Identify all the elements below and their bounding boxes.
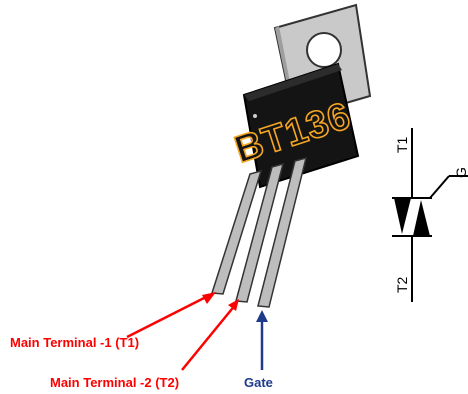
label-main-terminal-1: Main Terminal -1 (T1)	[10, 335, 139, 350]
triac-symbol	[392, 128, 468, 302]
lead-t1	[211, 169, 263, 295]
label-main-terminal-2: Main Terminal -2 (T2)	[50, 375, 179, 390]
arrow-t1	[126, 292, 216, 339]
mounting-hole	[306, 32, 342, 68]
symbol-label-gate: G	[453, 167, 468, 178]
label-gate: Gate	[244, 375, 273, 390]
arrow-t2	[181, 299, 239, 371]
transistor-body: BT136	[229, 62, 360, 189]
lead-gate	[257, 156, 308, 308]
lead-t2	[235, 162, 285, 303]
symbol-label-t2: T2	[394, 276, 410, 293]
symbol-label-t1: T1	[394, 136, 410, 153]
arrow-gate	[256, 310, 268, 370]
